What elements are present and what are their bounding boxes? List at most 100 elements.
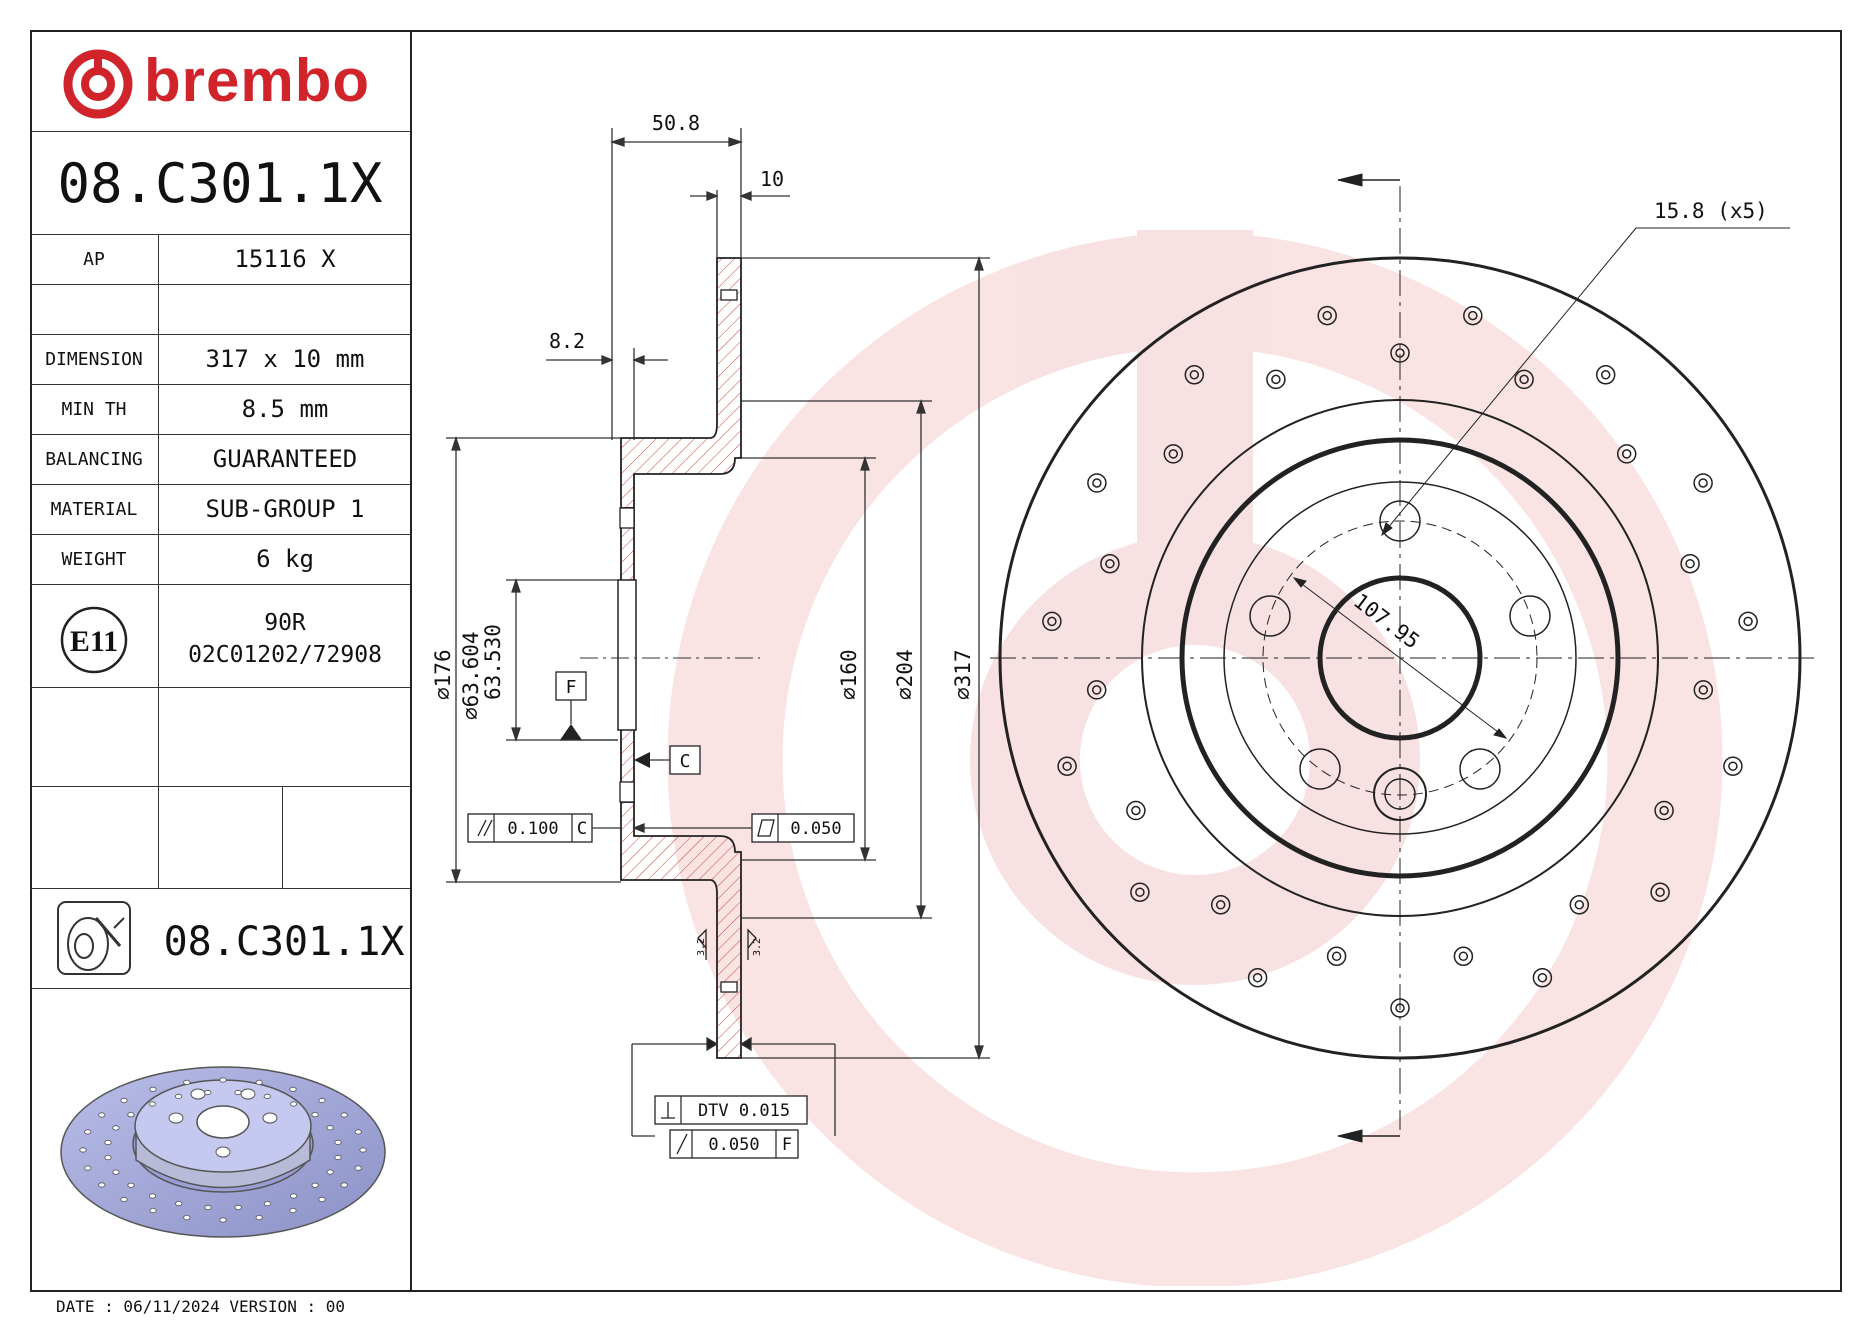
drill-hole <box>1189 370 1200 380</box>
technical-drawing: 50.8 10 8.2 F C 0.100 C 0.050 DTV 0.015 … <box>431 111 1820 1286</box>
brand-logo: brembo <box>60 44 400 124</box>
disc-3d-hole <box>98 1112 106 1118</box>
front-view <box>990 173 1820 1143</box>
drill-hole <box>1247 967 1268 988</box>
tol-parallel-ref: C <box>577 819 587 839</box>
disc-3d-hole <box>340 1182 348 1188</box>
disc-3d-hole <box>318 1097 326 1104</box>
approval-code-line2: 02C01202/72908 <box>188 642 382 668</box>
spec-value: GUARANTEED <box>212 445 358 473</box>
disc-3d-hole <box>359 1147 367 1153</box>
disc-3d-hole <box>219 1217 227 1223</box>
drill-hole <box>1126 800 1146 821</box>
datum-c-label: C <box>680 751 691 772</box>
disc-3d-hole <box>234 1089 242 1096</box>
disc-3d-hole <box>148 1193 157 1199</box>
spec-label <box>30 284 158 334</box>
disc-3d-hole <box>84 1129 92 1135</box>
drill-hole <box>1650 882 1670 902</box>
brand-name: brembo <box>144 47 371 114</box>
disc-3d-hole <box>263 1093 271 1100</box>
disc-3d-hole <box>263 1201 272 1207</box>
spec-value <box>160 284 410 334</box>
part-number: 08.C301.1X <box>57 151 383 215</box>
drill-hole <box>1047 616 1057 627</box>
spec-label: AP <box>83 248 105 270</box>
spec-value: 15116 X <box>234 245 336 273</box>
drill-hole <box>1574 900 1585 910</box>
disc-3d-hole <box>183 1215 191 1221</box>
spec-value: SUB-GROUP 1 <box>205 495 365 523</box>
disc-3d-hole <box>84 1165 92 1171</box>
drill-hole <box>1210 895 1231 915</box>
dim-d160: ⌀160 <box>837 649 861 700</box>
disc-profile-icon <box>54 898 134 978</box>
tol-flatness-value: 0.050 <box>790 819 841 839</box>
disc-3d-hole <box>289 1086 297 1093</box>
disc-3d-hole <box>127 1182 135 1188</box>
drill-hole <box>1042 611 1062 632</box>
hole-dim-label: 15.8 (x5) <box>1654 199 1768 223</box>
drill-hole <box>1057 756 1077 776</box>
disc-3d-hole <box>290 1193 298 1199</box>
drill-hole <box>1693 680 1714 700</box>
drill-hole <box>1655 887 1665 897</box>
drill-hole-pattern <box>1042 305 1758 1018</box>
disc-3d-hole <box>334 1139 342 1146</box>
disc-3d-hole <box>120 1097 128 1104</box>
drill-hole <box>1728 761 1738 771</box>
roughness-right: 3.2 <box>752 938 763 956</box>
dim-d63-604: ⌀63.604 <box>459 631 483 720</box>
disc-3d-hole <box>289 1101 298 1107</box>
tol-parallel-value: 0.100 <box>507 819 558 839</box>
drill-hole <box>1654 800 1674 821</box>
section-profile-lower <box>620 801 742 1059</box>
brembo-logo-icon <box>63 49 133 119</box>
drill-hole <box>1317 305 1337 326</box>
disc-3d-hole <box>234 1204 242 1211</box>
tol-runout-ref: F <box>782 1135 792 1155</box>
drill-hole <box>1086 680 1107 700</box>
spec-label: MATERIAL <box>50 498 138 520</box>
disc-3d-hole <box>112 1169 120 1175</box>
section-view <box>446 128 990 1159</box>
disc-3d-hole <box>204 1089 212 1096</box>
title-block-divider <box>410 30 412 1290</box>
drill-hole <box>1215 900 1226 910</box>
drill-hole <box>1130 882 1150 902</box>
drill-hole <box>1532 967 1553 988</box>
drill-hole <box>1266 369 1286 390</box>
drill-hole <box>1693 473 1713 493</box>
drill-hole <box>1621 449 1632 459</box>
product-code-bottom: 08.C301.1X <box>163 919 405 965</box>
disc-3d-hole <box>149 1086 157 1093</box>
spec-value: 8.5 mm <box>241 395 329 423</box>
dim-d63-530: 63.530 <box>481 624 505 700</box>
dim-overall-depth: 50.8 <box>652 111 700 135</box>
disc-3d-hole <box>104 1155 112 1161</box>
drill-hole <box>1322 310 1332 321</box>
approval-code-line1: 90R <box>264 610 306 636</box>
datum-f-label: F <box>566 677 577 698</box>
drill-hole <box>1163 444 1184 464</box>
section-dim-labels: 50.8 10 8.2 F C 0.100 C 0.050 DTV 0.015 … <box>507 111 841 1155</box>
disc-3d-hole <box>354 1129 362 1135</box>
tol-dtv-label: DTV 0.015 <box>698 1101 790 1121</box>
disc-3d-hole <box>120 1196 128 1203</box>
disc-3d-illustration <box>58 1040 388 1240</box>
drill-hole <box>1738 611 1758 632</box>
drill-hole <box>1252 972 1263 983</box>
disc-3d-hole <box>289 1208 297 1214</box>
drill-hole <box>1600 370 1611 380</box>
disc-3d-hole <box>174 1093 183 1100</box>
disc-3d-hole <box>334 1154 342 1161</box>
spec-label: MIN TH <box>61 398 127 420</box>
drill-hole <box>1331 951 1342 962</box>
wheel-bolt-holes <box>1249 500 1551 821</box>
drawing-frame <box>30 30 1842 1292</box>
drill-hole <box>1537 972 1548 983</box>
disc-3d-hole <box>104 1139 112 1146</box>
disc-3d-hole <box>79 1147 87 1153</box>
drill-hole <box>1168 449 1179 459</box>
